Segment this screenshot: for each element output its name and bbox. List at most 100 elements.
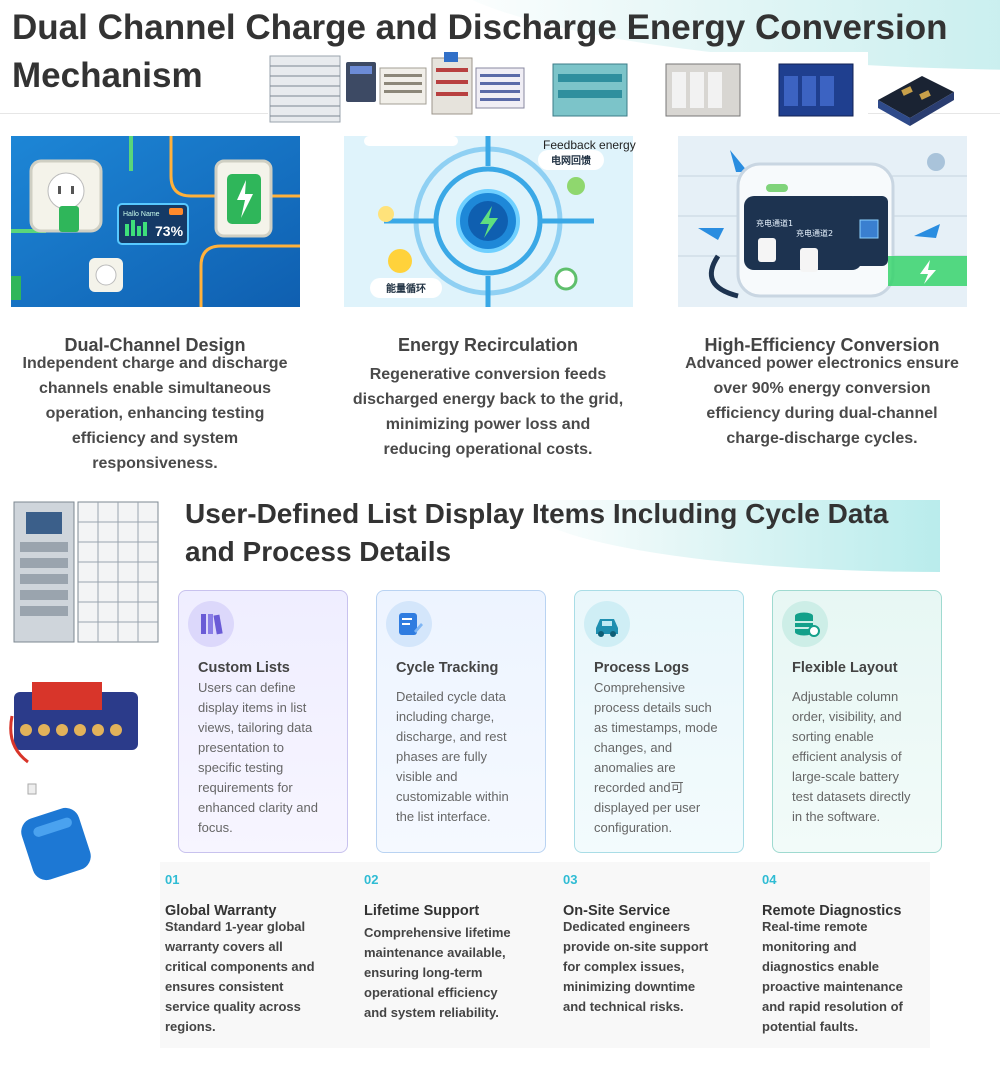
service-global-warranty: 01 Global Warranty Standard 1-year globa… (165, 872, 350, 1037)
tester-thumbnail-1 (346, 62, 376, 102)
benefit-line: Regenerative conversion feeds (369, 366, 607, 383)
service-line: Comprehensive lifetime (364, 925, 511, 940)
service-line: and system reliability. (364, 1005, 499, 1020)
service-body: Comprehensive lifetime maintenance avail… (364, 923, 549, 1023)
service-line: ensures consistent (165, 979, 284, 994)
service-number: 01 (165, 872, 180, 887)
service-lifetime-support: 02 Lifetime Support Comprehensive lifeti… (364, 872, 549, 1023)
service-number: 04 (762, 872, 777, 887)
service-line: Dedicated engineers (563, 919, 691, 934)
feature-line: focus. (198, 820, 233, 835)
page-title: Dual Channel Charge and Discharge Energy… (12, 4, 992, 100)
cells-thumbnail-2 (665, 63, 741, 117)
channel1-label: 充电通道1 (756, 218, 793, 228)
feature-line: Comprehensive (594, 680, 686, 695)
page-title-line2: Mechanism (12, 56, 203, 95)
service-line: ensuring long-term (364, 965, 483, 980)
feature-line: requirements for (198, 780, 293, 795)
service-line: potential faults. (762, 1019, 859, 1034)
feature-line: including charge, (396, 709, 495, 724)
car-icon (584, 601, 630, 647)
benefit-body-energy-recirculation: Regenerative conversion feeds discharged… (333, 362, 643, 462)
feature-body: Detailed cycle data including charge, di… (396, 687, 536, 827)
benefit-line: channels enable simultaneous (38, 380, 272, 397)
service-line: regions. (165, 1019, 216, 1034)
benefit-line: minimizing power loss and (385, 416, 591, 433)
device-label-text: Hallo Name (123, 211, 160, 218)
feature-line: test datasets directly (792, 789, 911, 804)
high-efficiency-illustration: 充电通道1 充电通道2 (678, 136, 967, 307)
service-body: Real-time remote monitoring and diagnost… (762, 917, 947, 1037)
feature-card-flexible-layout: Flexible Layout Adjustable column order,… (772, 590, 942, 853)
feature-line: process details such (594, 700, 712, 715)
service-line: and technical risks. (563, 999, 684, 1014)
benefit-line: reducing operational costs. (383, 441, 593, 458)
service-title: Lifetime Support (364, 903, 480, 919)
feature-line: Users can define (198, 680, 296, 695)
service-remote-diagnostics: 04 Remote Diagnostics Real-time remote m… (762, 872, 947, 1037)
service-line: and rapid resolution of (762, 999, 903, 1014)
feedback-energy-label: Feedback energy (543, 138, 636, 152)
feature-title: Flexible Layout (792, 660, 898, 676)
service-title: On-Site Service (563, 903, 671, 919)
battery-cell-pack-image (16, 782, 96, 882)
battery-pack-image (8, 676, 142, 768)
benefit-line: efficiency and system (71, 430, 239, 447)
rack-thumbnail-1 (269, 55, 341, 123)
feature-line: presentation to (198, 740, 285, 755)
feature-line: order, visibility, and (792, 709, 902, 724)
feature-title: Process Logs (594, 660, 690, 676)
feature-card-cycle-tracking: Cycle Tracking Detailed cycle data inclu… (376, 590, 546, 853)
feature-line: efficient analysis of (792, 749, 902, 764)
service-body: Standard 1-year global warranty covers a… (165, 917, 350, 1037)
benefit-body-high-efficiency: Advanced power electronics ensure over 9… (667, 351, 977, 451)
service-line: monitoring and (762, 939, 857, 954)
feature-line: large-scale battery (792, 769, 899, 784)
benefit-body-dual-channel: Independent charge and discharge channel… (0, 351, 310, 476)
feature-body: Comprehensive process details such as ti… (594, 678, 734, 838)
feature-line: display items in list (198, 700, 307, 715)
service-line: warranty covers all (165, 939, 283, 954)
channel2-label: 充电通道2 (796, 228, 833, 238)
feature-title: Custom Lists (198, 660, 290, 676)
feature-line: specific testing (198, 760, 284, 775)
feature-line: the list interface. (396, 809, 491, 824)
service-line: maintenance available, (364, 945, 506, 960)
feature-line: customizable within (396, 789, 509, 804)
section-title: User-Defined List Display Items Includin… (185, 495, 945, 571)
feature-card-process-logs: Process Logs Comprehensive process detai… (574, 590, 744, 853)
benefit-line: Independent charge and discharge (22, 355, 288, 372)
feature-line: displayed per user (594, 800, 701, 815)
benefit-title-high-efficiency: High-Efficiency Conversion (704, 335, 940, 355)
energy-recirculation-illustration: 能量循环 电网回馈 (344, 136, 633, 307)
cells-thumbnail-3 (778, 63, 854, 117)
benefit-line: charge-discharge cycles. (726, 430, 918, 447)
benefit-line: operation, enhancing testing (45, 405, 265, 422)
feature-line: Detailed cycle data (396, 689, 506, 704)
energy-cycle-label: 能量循环 (386, 282, 426, 295)
dual-channel-illustration: Hallo Name 73% (11, 136, 300, 307)
edit-note-icon (386, 601, 432, 647)
service-line: proactive maintenance (762, 979, 903, 994)
service-line: Standard 1-year global (165, 919, 306, 934)
service-title: Global Warranty (165, 903, 277, 919)
battery-module-thumbnail (872, 62, 958, 130)
feature-body: Users can define display items in list v… (198, 678, 338, 838)
feature-body: Adjustable column order, visibility, and… (792, 687, 932, 827)
service-line: for complex issues, (563, 959, 685, 974)
page-title-line1: Dual Channel Charge and Discharge Energy… (12, 8, 948, 47)
service-line: operational efficiency (364, 985, 498, 1000)
benefit-line: efficiency during dual-channel (706, 405, 938, 422)
service-line: Real-time remote (762, 919, 868, 934)
feature-card-custom-lists: Custom Lists Users can define display it… (178, 590, 348, 853)
benefit-title-energy-recirculation: Energy Recirculation (397, 335, 579, 355)
service-line: service quality across (165, 999, 301, 1014)
feature-title: Cycle Tracking (396, 660, 499, 676)
charge-percent-text: 73% (155, 223, 184, 239)
benefit-title-dual-channel: Dual-Channel Design (64, 335, 246, 355)
service-body: Dedicated engineers provide on-site supp… (563, 917, 748, 1017)
service-line: minimizing downtime (563, 979, 696, 994)
feature-line: anomalies are (594, 760, 676, 775)
grid-feedback-label: 电网回馈 (551, 154, 591, 167)
feature-line: views, tailoring data (198, 720, 313, 735)
